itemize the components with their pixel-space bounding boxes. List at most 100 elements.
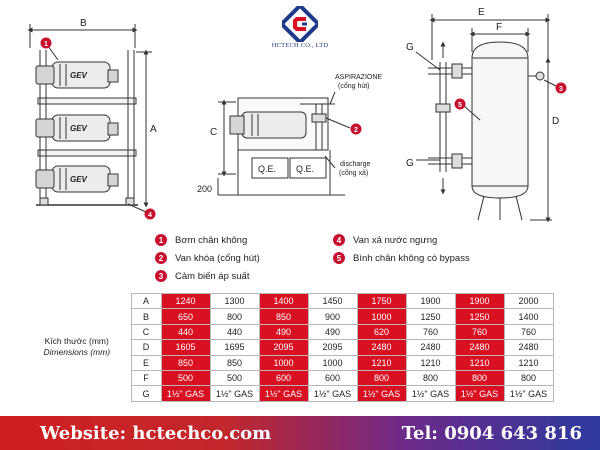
table-cell: 2480 — [405, 339, 456, 356]
table-cell: 900 — [307, 308, 358, 325]
table-cell: 850 — [160, 354, 211, 371]
row-label: F — [130, 369, 162, 387]
table-cell: 2480 — [503, 339, 554, 356]
table-cell: 800 — [405, 369, 456, 387]
table-cell: 1605 — [160, 339, 211, 356]
aspirazione-label: ASPIRAZIONE — [335, 74, 382, 81]
row-label: G — [130, 385, 162, 402]
table-cell: 1450 — [307, 292, 358, 310]
table-cell: 1400 — [258, 292, 309, 310]
table-cell: 1900 — [454, 292, 505, 310]
table-cell: 800 — [356, 369, 407, 387]
vacuum-tank-elevation — [415, 14, 557, 223]
table-cell: 760 — [454, 323, 505, 341]
table-cell: 490 — [307, 323, 358, 341]
brand-label: GEV — [70, 71, 88, 80]
dim-label-b: B — [80, 18, 87, 29]
row-label: C — [130, 323, 162, 341]
legend-marker: 1 — [155, 234, 167, 246]
table-cell: 490 — [258, 323, 309, 341]
discharge-vi-label: (cổng xả) — [339, 169, 368, 177]
table-cell: 800 — [503, 369, 554, 387]
legend-text: Van khóa (cổng hút) — [175, 252, 260, 264]
table-cell: 2095 — [258, 339, 309, 356]
discharge-label: discharge — [340, 161, 370, 168]
dimensions-label-vi: Kích thước (mm) — [44, 336, 109, 347]
dim-label-g-top: G — [406, 42, 414, 53]
table-cell: 1400 — [503, 308, 554, 325]
pump-stack-elevation — [27, 24, 152, 213]
marker-5: 5 — [458, 102, 462, 109]
table-cell: 1000 — [307, 354, 358, 371]
legend-text: Cảm biến áp suất — [175, 270, 250, 282]
table-cell: 500 — [209, 369, 260, 387]
table-cell: 600 — [307, 369, 358, 387]
table-cell: 1240 — [160, 292, 211, 310]
table-cell: 1½" GAS — [209, 385, 260, 402]
marker-1: 1 — [44, 41, 48, 48]
table-cell: 2000 — [503, 292, 554, 310]
legend-item: 5 Bình chân không có bypass — [333, 252, 470, 264]
table-cell: 760 — [405, 323, 456, 341]
aspirazione-vi-label: (cổng hút) — [338, 82, 370, 90]
dim-label-d: D — [552, 116, 559, 127]
phone-text[interactable]: Tel: 0904 643 816 — [401, 422, 582, 444]
table-cell: 1250 — [454, 308, 505, 325]
table-cell: 850 — [209, 354, 260, 371]
table-cell: 1000 — [356, 308, 407, 325]
row-label: B — [130, 308, 162, 325]
table-cell: 800 — [454, 369, 505, 387]
table-cell: 1210 — [454, 354, 505, 371]
legend-marker: 4 — [333, 234, 345, 246]
table-cell: 1000 — [258, 354, 309, 371]
table-cell: 800 — [209, 308, 260, 325]
table-cell: 1½" GAS — [258, 385, 309, 402]
dim-label-a: A — [150, 124, 157, 135]
table-cell: 1½" GAS — [405, 385, 456, 402]
brand-label: GEV — [70, 124, 88, 133]
table-cell: 1210 — [405, 354, 456, 371]
table-cell: 620 — [356, 323, 407, 341]
table-cell: 1½" GAS — [503, 385, 554, 402]
company-logo-icon — [282, 6, 318, 42]
company-name: HCTECH CO., LTD — [271, 42, 329, 49]
pump-top-view — [217, 91, 351, 196]
table-cell: 440 — [209, 323, 260, 341]
row-label: A — [130, 292, 162, 310]
table-cell: 1½" GAS — [356, 385, 407, 402]
legend-item: 2 Van khóa (cổng hút) — [155, 252, 260, 264]
dim-label-f: F — [496, 22, 502, 33]
table-cell: 1250 — [405, 308, 456, 325]
website-text[interactable]: Website: hctechco.com — [40, 422, 272, 444]
marker-3: 3 — [559, 86, 563, 93]
dim-label-c: C — [210, 127, 217, 138]
table-cell: 850 — [258, 308, 309, 325]
table-cell: 600 — [258, 369, 309, 387]
marker-4: 4 — [148, 212, 152, 219]
table-cell: 760 — [503, 323, 554, 341]
table-cell: 1½" GAS — [307, 385, 358, 402]
legend-item: 3 Cảm biến áp suất — [155, 270, 249, 282]
qe-label-2: Q.E. — [296, 164, 314, 174]
footer-banner: Website: hctechco.com Tel: 0904 643 816 — [0, 416, 600, 450]
qe-label-1: Q.E. — [258, 164, 276, 174]
legend-marker: 3 — [155, 270, 167, 282]
legend-marker: 2 — [155, 252, 167, 264]
table-cell: 1½" GAS — [160, 385, 211, 402]
dim-label-g-bottom: G — [406, 158, 414, 169]
row-label: E — [130, 354, 162, 371]
table-cell: 500 — [160, 369, 211, 387]
table-cell: 1900 — [405, 292, 456, 310]
table-cell: 440 — [160, 323, 211, 341]
table-cell: 1½" GAS — [454, 385, 505, 402]
table-cell: 1695 — [209, 339, 260, 356]
table-cell: 1210 — [503, 354, 554, 371]
row-label: D — [130, 339, 162, 356]
table-cell: 2095 — [307, 339, 358, 356]
